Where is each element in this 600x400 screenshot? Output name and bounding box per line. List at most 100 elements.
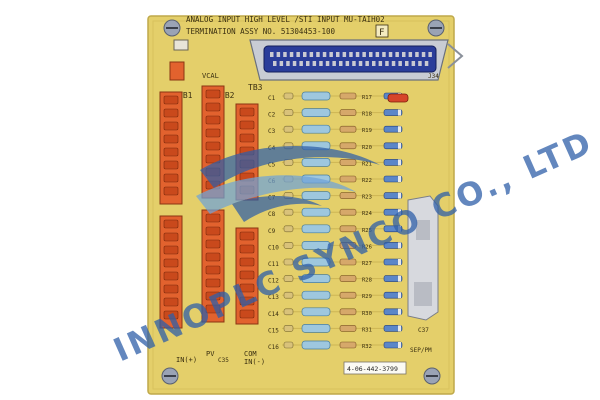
connector-pin: [358, 61, 363, 66]
right-marker: R19: [362, 128, 372, 134]
connector-pin: [286, 61, 290, 66]
component-row: C8 R24: [268, 207, 403, 218]
connector-pin: [303, 52, 307, 57]
part-number-sticker: [343, 361, 407, 375]
connector-pin: [378, 61, 383, 66]
connector-pin: [299, 61, 303, 66]
connector-pin: [421, 52, 426, 57]
c35-label: C35: [218, 357, 229, 364]
left-marker: C12: [268, 278, 279, 285]
connector-pin: [292, 61, 297, 66]
left-marker: C10: [268, 244, 279, 251]
connector-pin: [428, 52, 432, 57]
rev-letter: F: [379, 28, 384, 38]
dsub-connector: [249, 39, 464, 81]
right-marker: R30: [362, 311, 372, 317]
connector-pin: [289, 52, 294, 57]
right-marker: R24: [362, 211, 373, 217]
left-marker: C8: [268, 211, 276, 218]
connector-pin: [355, 52, 360, 57]
connector-pin: [273, 61, 277, 66]
tb3-label: TB3: [248, 83, 263, 92]
connector-pin: [332, 61, 336, 66]
left-marker: C14: [268, 311, 279, 318]
component-row: C13 R29: [268, 290, 403, 301]
right-marker: R27: [362, 261, 372, 267]
connector-pin: [283, 52, 287, 57]
connector-pin: [325, 61, 330, 66]
connector-pin: [322, 52, 327, 57]
connector-pin: [329, 52, 333, 57]
connector-pin: [276, 52, 281, 57]
right-marker: R22: [362, 178, 372, 184]
left-marker: C1: [268, 95, 276, 102]
right-marker: R28: [362, 278, 372, 284]
mounting-screw-bottom-right: [423, 367, 441, 385]
connector-pin: [382, 52, 386, 57]
connector-pin: [312, 61, 317, 66]
terminal-block: [201, 209, 225, 323]
mounting-screw-top-left: [163, 19, 181, 37]
component-row: C9 R25: [268, 224, 403, 235]
connector-pin: [402, 52, 406, 57]
tb1-label: TB1: [178, 91, 193, 100]
connector-pin: [418, 61, 422, 66]
rev-box: [375, 24, 389, 38]
connector-pin: [405, 61, 409, 66]
right-marker: R23: [362, 195, 372, 201]
in-minus-label: IN(-): [244, 358, 265, 366]
mounting-screw-bottom-left: [161, 367, 179, 385]
connector-pin: [296, 52, 300, 57]
component-row: C3 R19: [268, 124, 403, 135]
connector-pin: [372, 61, 376, 66]
connector-pin: [408, 52, 413, 57]
connector-pin: [336, 52, 340, 57]
metal-bracket: [407, 195, 439, 321]
connector-pin: [388, 52, 393, 57]
in-plus-label: IN(+): [176, 356, 197, 364]
left-marker: C13: [268, 294, 279, 301]
terminal-block: [235, 227, 259, 325]
connector-pin: [349, 52, 353, 57]
component-row: C11 R27: [268, 257, 403, 268]
connector-pin: [306, 61, 310, 66]
right-marker: R18: [362, 112, 372, 118]
left-marker: C9: [268, 228, 276, 235]
connector-pin: [365, 61, 369, 66]
vcal-label: VCAL: [202, 72, 219, 80]
right-marker: R17: [362, 95, 372, 101]
connector-pin: [339, 61, 343, 66]
left-marker: C16: [268, 344, 279, 351]
connector-pin: [316, 52, 320, 57]
connector-pin: [398, 61, 402, 66]
fuse: [387, 93, 409, 103]
right-marker: R29: [362, 294, 372, 300]
right-marker: R25: [362, 228, 372, 234]
connector-pin: [411, 61, 416, 66]
board-title-line1: ANALOG INPUT HIGH LEVEL /STI INPUT MU-TA…: [186, 15, 385, 24]
component-row: C12 R28: [268, 274, 403, 285]
watermark-swoosh-logo: [196, 146, 380, 222]
small-switch: [173, 39, 189, 51]
part-number: 4-06-442-3799: [347, 365, 398, 373]
right-marker: R21: [362, 161, 372, 167]
left-marker: C3: [268, 128, 276, 135]
right-marker: R31: [362, 327, 372, 333]
component-row: C2 R18: [268, 108, 403, 119]
component-area: C1R17C2R18C3R19C4R20C5R21C6R22C7R23C8R24…: [268, 91, 409, 351]
connector-pin: [279, 61, 284, 66]
connector-pin: [342, 52, 347, 57]
com-label: COM: [244, 350, 257, 358]
connector-pin: [415, 52, 419, 57]
right-marker: R20: [362, 145, 372, 151]
connector-pin: [391, 61, 396, 66]
connector-pin: [395, 52, 399, 57]
terminal-block: [159, 91, 183, 205]
mounting-screw-top-right: [427, 19, 445, 37]
left-marker: C11: [268, 261, 279, 268]
left-marker: C2: [268, 112, 276, 119]
connector-pin: [375, 52, 380, 57]
